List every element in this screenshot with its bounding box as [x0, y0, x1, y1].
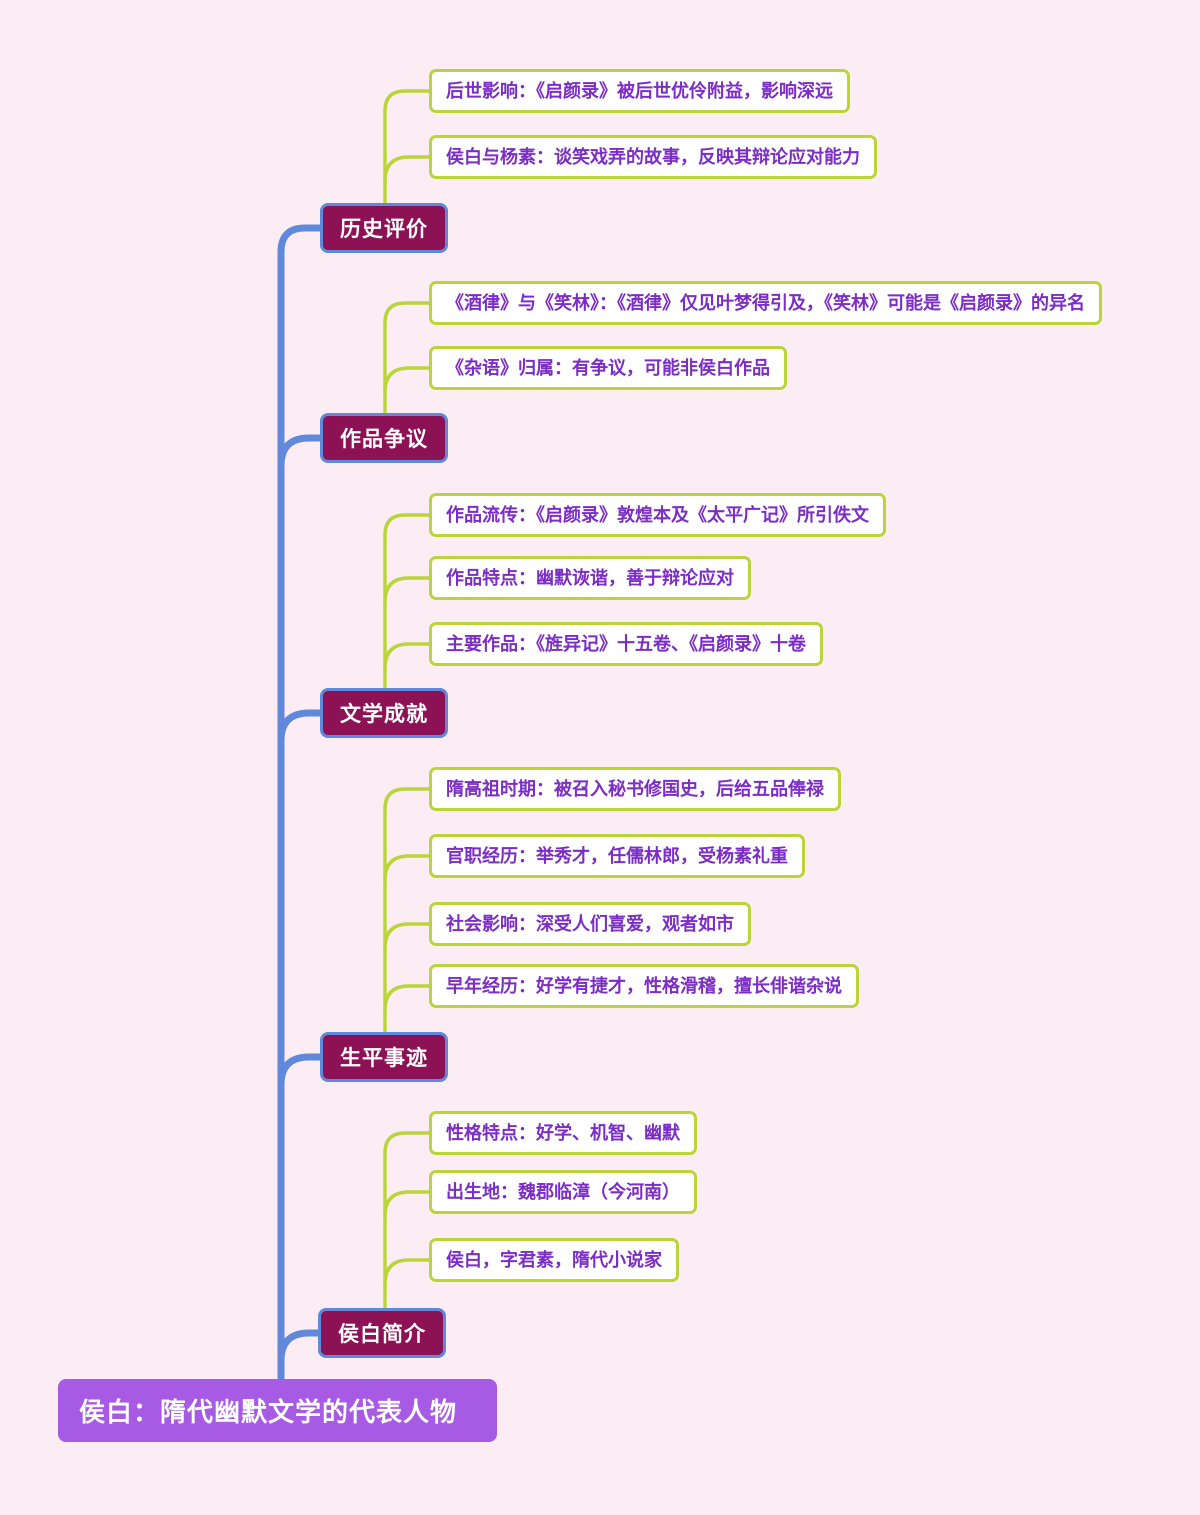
leaf-node[interactable]: 早年经历：好学有捷才，性格滑稽，擅长俳谐杂说 [429, 964, 859, 1008]
leaf-node[interactable]: 侯白与杨素：谈笑戏弄的故事，反映其辩论应对能力 [429, 135, 877, 179]
leaf-node[interactable]: 主要作品：《旌异记》十五卷、《启颜录》十卷 [429, 622, 823, 666]
branch-node-life-story[interactable]: 生平事迹 [320, 1032, 448, 1082]
leaf-node[interactable]: 作品特点：幽默诙谐，善于辩论应对 [429, 556, 751, 600]
leaf-node[interactable]: 出生地：魏郡临漳（今河南） [429, 1170, 697, 1214]
branch-node-works-controversy[interactable]: 作品争议 [320, 413, 448, 463]
branch-node-history-evaluation[interactable]: 历史评价 [320, 203, 448, 253]
leaf-node[interactable]: 侯白，字君素，隋代小说家 [429, 1238, 679, 1282]
root-node[interactable]: 侯白：隋代幽默文学的代表人物 [58, 1379, 497, 1442]
leaf-node[interactable]: 官职经历：举秀才，任儒林郎，受杨素礼重 [429, 834, 805, 878]
leaf-node[interactable]: 《杂语》归属：有争议，可能非侯白作品 [429, 346, 787, 390]
branch-node-literary-achievements[interactable]: 文学成就 [320, 688, 448, 738]
leaf-node[interactable]: 后世影响：《启颜录》被后世优伶附益，影响深远 [429, 69, 850, 113]
leaf-node[interactable]: 性格特点：好学、机智、幽默 [429, 1111, 697, 1155]
leaf-node[interactable]: 隋高祖时期：被召入秘书修国史，后给五品俸禄 [429, 767, 841, 811]
leaf-node[interactable]: 《酒律》与《笑林》：《酒律》仅见叶梦得引及，《笑林》可能是《启颜录》的异名 [429, 281, 1102, 325]
branch-node-houbai-intro[interactable]: 侯白简介 [318, 1308, 446, 1358]
leaf-node[interactable]: 社会影响：深受人们喜爱，观者如市 [429, 902, 751, 946]
leaf-connectors [383, 89, 433, 1312]
leaf-node[interactable]: 作品流传：《启颜录》敦煌本及《太平广记》所引佚文 [429, 493, 886, 537]
trunk-connectors [277, 224, 326, 1386]
